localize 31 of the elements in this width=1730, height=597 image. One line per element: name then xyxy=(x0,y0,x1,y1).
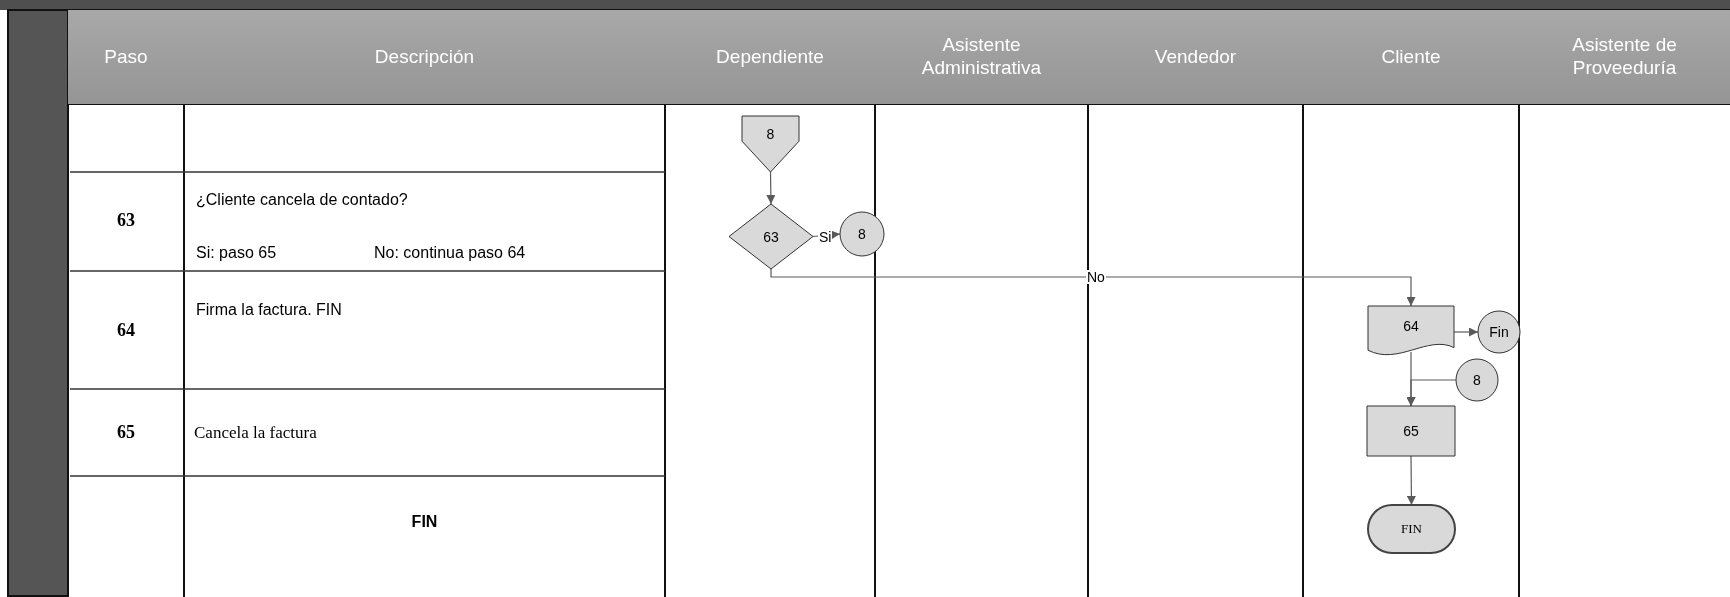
document-shape: 64 xyxy=(1368,306,1454,358)
connector-circle: 8 xyxy=(840,212,884,256)
column-header: Descripción xyxy=(184,10,665,104)
description-text: Cancela la factura xyxy=(194,423,317,444)
description-text: ¿Cliente cancela de contado? xyxy=(196,190,408,210)
edge-label: No xyxy=(1086,270,1106,284)
step-number: 65 xyxy=(116,422,136,444)
arrow xyxy=(770,268,1416,307)
connector-circle: 8 xyxy=(1456,359,1498,401)
arrow xyxy=(1406,455,1416,506)
column-header: Asistente Administrativa xyxy=(875,10,1088,104)
process-box: 65 xyxy=(1367,406,1455,456)
end-text: FIN xyxy=(410,512,439,532)
column-header: Asistente de Proveeduría xyxy=(1519,10,1730,104)
description-text: Firma la factura. FIN xyxy=(196,300,342,320)
arrow xyxy=(766,171,776,205)
edge-label: Si xyxy=(818,229,833,244)
off-page-connector: 8 xyxy=(742,116,799,172)
terminator-shape: FIN xyxy=(1368,505,1455,553)
description-text: Si: paso 65 xyxy=(196,243,277,263)
column-header: Dependiente xyxy=(665,10,875,104)
arrow xyxy=(1406,351,1416,407)
step-number: 63 xyxy=(116,210,136,232)
column-header: Paso xyxy=(68,10,184,104)
arrow xyxy=(1453,327,1479,337)
column-header: Vendedor xyxy=(1088,10,1303,104)
description-text: No: continua paso 64 xyxy=(374,243,526,263)
step-number: 64 xyxy=(116,320,136,342)
decision-diamond: 63 xyxy=(729,204,813,269)
column-header: Cliente xyxy=(1303,10,1519,104)
connector-circle: Fin xyxy=(1478,311,1520,353)
